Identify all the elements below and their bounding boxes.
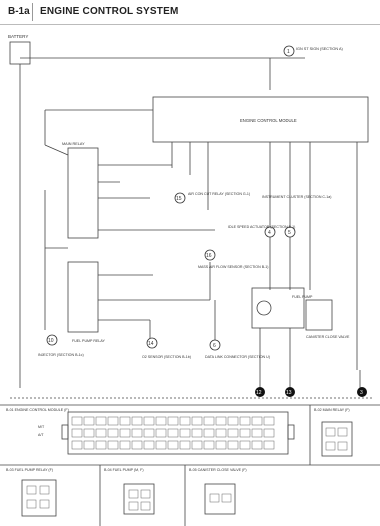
data-link-label: DATA LINK CONNECTOR (SECTION U): [205, 355, 270, 359]
fuel-pump-relay-label: FUEL PUMP RELAY: [72, 339, 105, 343]
ground-marker-3: [357, 387, 367, 397]
mass-air-flow-label: MASS AIR FLOW SENSOR (SECTION B-1): [198, 265, 269, 269]
marker-3: 3: [360, 390, 363, 396]
fuel-pump-connector-label: B-04 FUEL PUMP (M, F): [104, 468, 144, 472]
ign-st-sign-label: IGN ST SIGN (SECTION A): [296, 47, 343, 51]
header-divider: [32, 3, 33, 21]
main-relay-label: MAIN RELAY: [62, 142, 85, 146]
marker-15: 15: [176, 196, 182, 202]
marker-13: 13: [286, 390, 292, 396]
injector-label: INJECTOR (SECTION B-1c): [38, 353, 84, 357]
marker-5: 5: [288, 230, 291, 236]
aircon-relay-label: AIR CON CUT RELAY (SECTION G-1): [188, 192, 250, 196]
marker-14: 14: [148, 341, 154, 347]
main-relay-connector-label: B-02 MAIN RELAY (F): [314, 408, 350, 412]
page-code: B-1a: [8, 6, 30, 17]
legend-mt: M/T: [38, 425, 45, 429]
page-title: ENGINE CONTROL SYSTEM: [40, 6, 179, 17]
idle-speed-label: IDLE SPEED ACTUATOR (SECTION B-1): [228, 225, 295, 229]
marker-10: 10: [48, 338, 54, 344]
ecm-label: ENGINE CONTROL MODULE: [240, 118, 297, 123]
marker-16: 16: [206, 253, 212, 259]
fuel-pump-relay-connector-label: B-03 FUEL PUMP RELAY (F): [6, 468, 53, 472]
ecm-connector-label: B-01 ENGINE CONTROL MODULE (F): [6, 408, 69, 412]
ground-marker-12: [255, 387, 265, 397]
instrument-cluster-label: INSTRUMENT CLUSTER (SECTION C-1a): [262, 195, 331, 199]
marker-1: 1: [287, 49, 290, 55]
fuel-pump-label: FUEL PUMP: [292, 295, 313, 299]
marker-4: 4: [268, 230, 271, 236]
marker-6: 6: [213, 343, 216, 349]
battery-label: BATTERY: [8, 34, 28, 39]
canister-connector-label: B-05 CANISTER CLOSE VALVE (F): [189, 468, 247, 472]
o2-sensor-label: O2 SENSOR (SECTION B-1b): [142, 355, 191, 359]
ground-marker-13: [285, 387, 295, 397]
page-header: B-1a ENGINE CONTROL SYSTEM: [0, 0, 380, 25]
canister-valve-label: CANISTER CLOSE VALVE: [306, 335, 350, 339]
marker-12: 12: [256, 390, 262, 396]
legend-at: A/T: [38, 433, 44, 437]
